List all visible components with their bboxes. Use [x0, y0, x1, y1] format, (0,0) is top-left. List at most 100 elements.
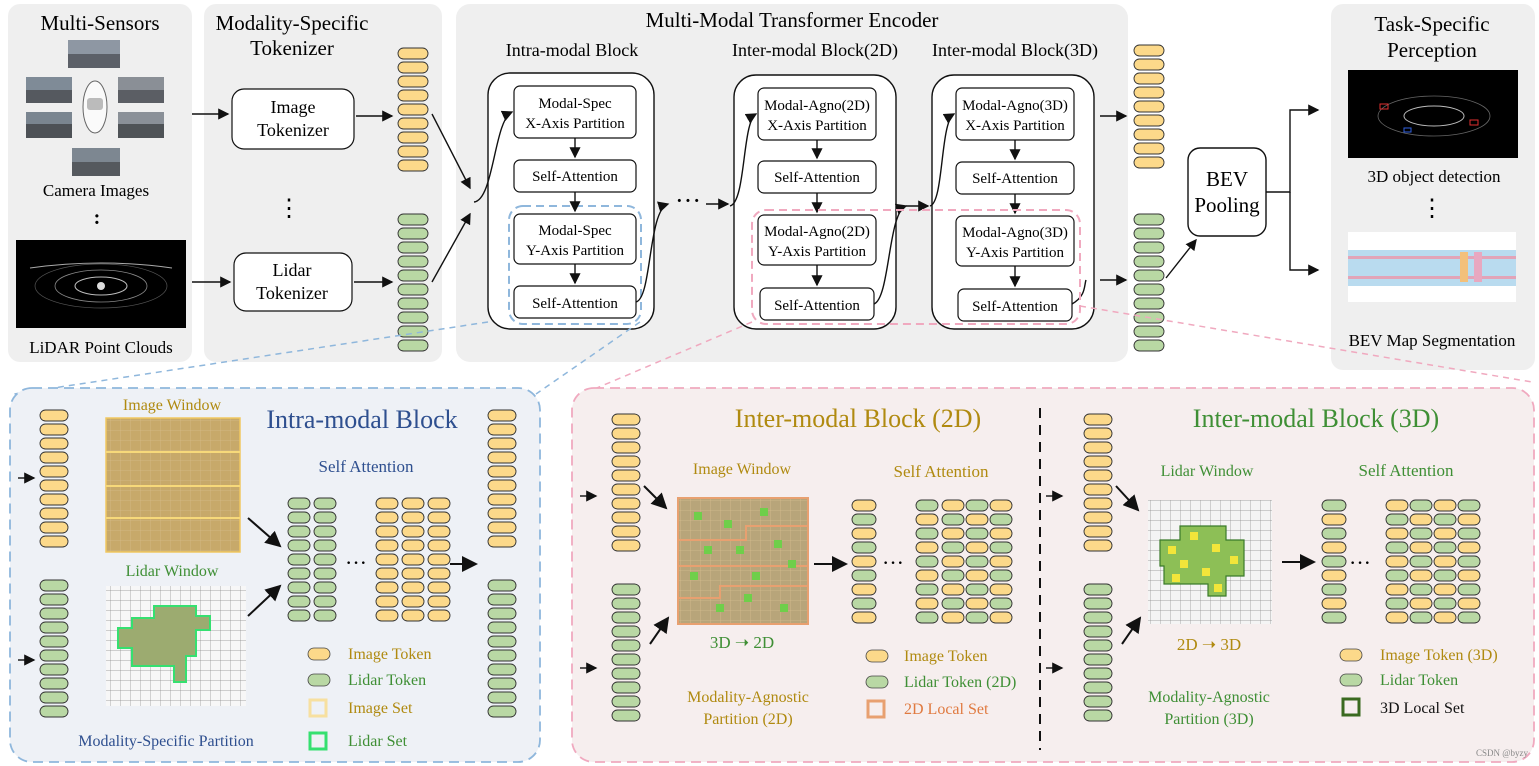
token — [39, 423, 69, 436]
token — [1385, 527, 1409, 540]
token — [1321, 541, 1347, 554]
inter2d-attn2: Self-Attention — [774, 298, 860, 314]
inter-highlight — [751, 209, 1081, 325]
token — [313, 539, 337, 552]
token — [941, 597, 965, 610]
token — [313, 609, 337, 622]
token — [1457, 513, 1481, 526]
task-title-line2: Perception — [1387, 38, 1477, 62]
token — [313, 595, 337, 608]
token — [611, 695, 641, 708]
inter2d-detail-title: Inter-modal Block (2D) — [735, 404, 981, 433]
token — [1457, 569, 1481, 582]
token — [1409, 527, 1433, 540]
token — [39, 677, 69, 690]
token — [1321, 583, 1347, 596]
token — [487, 535, 517, 548]
token — [375, 595, 399, 608]
image-tokenizer-line2: Tokenizer — [257, 120, 329, 140]
token — [1133, 100, 1165, 113]
token — [1133, 269, 1165, 282]
token — [611, 611, 641, 624]
token — [397, 339, 429, 352]
token — [989, 597, 1013, 610]
token — [487, 521, 517, 534]
inter3d-caption-line2: Partition (3D) — [1164, 711, 1253, 728]
intra-legend: Image Token Lidar Token Image Set Lidar … — [307, 646, 431, 751]
token — [915, 513, 939, 526]
token — [915, 527, 939, 540]
token — [1133, 44, 1165, 57]
sensors-title: Multi-Sensors — [40, 11, 159, 35]
intra-heading: Intra-modal Block — [506, 40, 638, 60]
token — [611, 497, 641, 510]
token — [39, 521, 69, 534]
token — [313, 511, 337, 524]
intra-y-line1: Modal-Spec — [538, 223, 612, 239]
lidar-tokenizer-line1: Lidar — [273, 260, 312, 280]
token — [851, 583, 877, 596]
inter3d-attn2: Self-Attention — [972, 299, 1058, 315]
intra-image-window — [105, 417, 241, 553]
lidar-label: LiDAR Point Clouds — [29, 338, 173, 357]
token — [401, 511, 425, 524]
token — [989, 555, 1013, 568]
token — [915, 611, 939, 624]
camera-images-label: Camera Images — [43, 181, 149, 200]
token — [1385, 611, 1409, 624]
token — [1083, 455, 1113, 468]
token — [915, 569, 939, 582]
token — [1083, 681, 1113, 694]
token — [1133, 283, 1165, 296]
token — [1433, 499, 1457, 512]
inter3d-y-line1: Modal-Agno(3D) — [962, 225, 1068, 241]
token — [1133, 297, 1165, 310]
token — [1083, 653, 1113, 666]
inter3d-lidar-window — [1148, 500, 1272, 624]
token — [611, 441, 641, 454]
token — [1385, 583, 1409, 596]
token — [487, 465, 517, 478]
token — [401, 581, 425, 594]
token — [401, 609, 425, 622]
token — [851, 569, 877, 582]
inter3d-heading: Inter-modal Block(3D) — [932, 40, 1098, 61]
token — [397, 297, 429, 310]
intra-detail-title: Intra-modal Block — [266, 405, 457, 434]
token — [39, 479, 69, 492]
token — [427, 609, 451, 622]
inter2d-image-window — [677, 497, 809, 625]
inter3d-detail-title: Inter-modal Block (3D) — [1193, 404, 1439, 433]
inter3d-legend-image-token: Image Token (3D) — [1380, 647, 1498, 664]
intra-y-line2: Y-Axis Partition — [526, 243, 624, 259]
token — [427, 553, 451, 566]
token — [915, 499, 939, 512]
token — [941, 513, 965, 526]
token — [965, 569, 989, 582]
token — [989, 499, 1013, 512]
token — [1083, 639, 1113, 652]
token — [397, 255, 429, 268]
token — [611, 511, 641, 524]
bev-line1: BEV — [1206, 167, 1248, 191]
token — [1133, 72, 1165, 85]
token — [287, 567, 311, 580]
token — [39, 451, 69, 464]
token — [1083, 583, 1113, 596]
token — [287, 581, 311, 594]
tokenizer-title-line1: Modality-Specific — [216, 11, 369, 35]
inter2d-legend: Image Token Lidar Token (2D) 2D Local Se… — [865, 648, 1016, 719]
token — [851, 597, 877, 610]
inter2d-image-window-label: Image Window — [693, 461, 792, 478]
token — [1385, 597, 1409, 610]
token — [487, 663, 517, 676]
token — [1409, 583, 1433, 596]
token — [1385, 499, 1409, 512]
intra-x-line2: X-Axis Partition — [525, 116, 625, 132]
inter2d-y-line1: Modal-Agno(2D) — [764, 224, 870, 240]
token — [611, 653, 641, 666]
intra-x-line1: Modal-Spec — [538, 96, 612, 112]
inter2d-self-attention-label: Self Attention — [894, 462, 989, 481]
token — [401, 539, 425, 552]
inter3d-ellipsis: ··· — [1349, 550, 1371, 575]
